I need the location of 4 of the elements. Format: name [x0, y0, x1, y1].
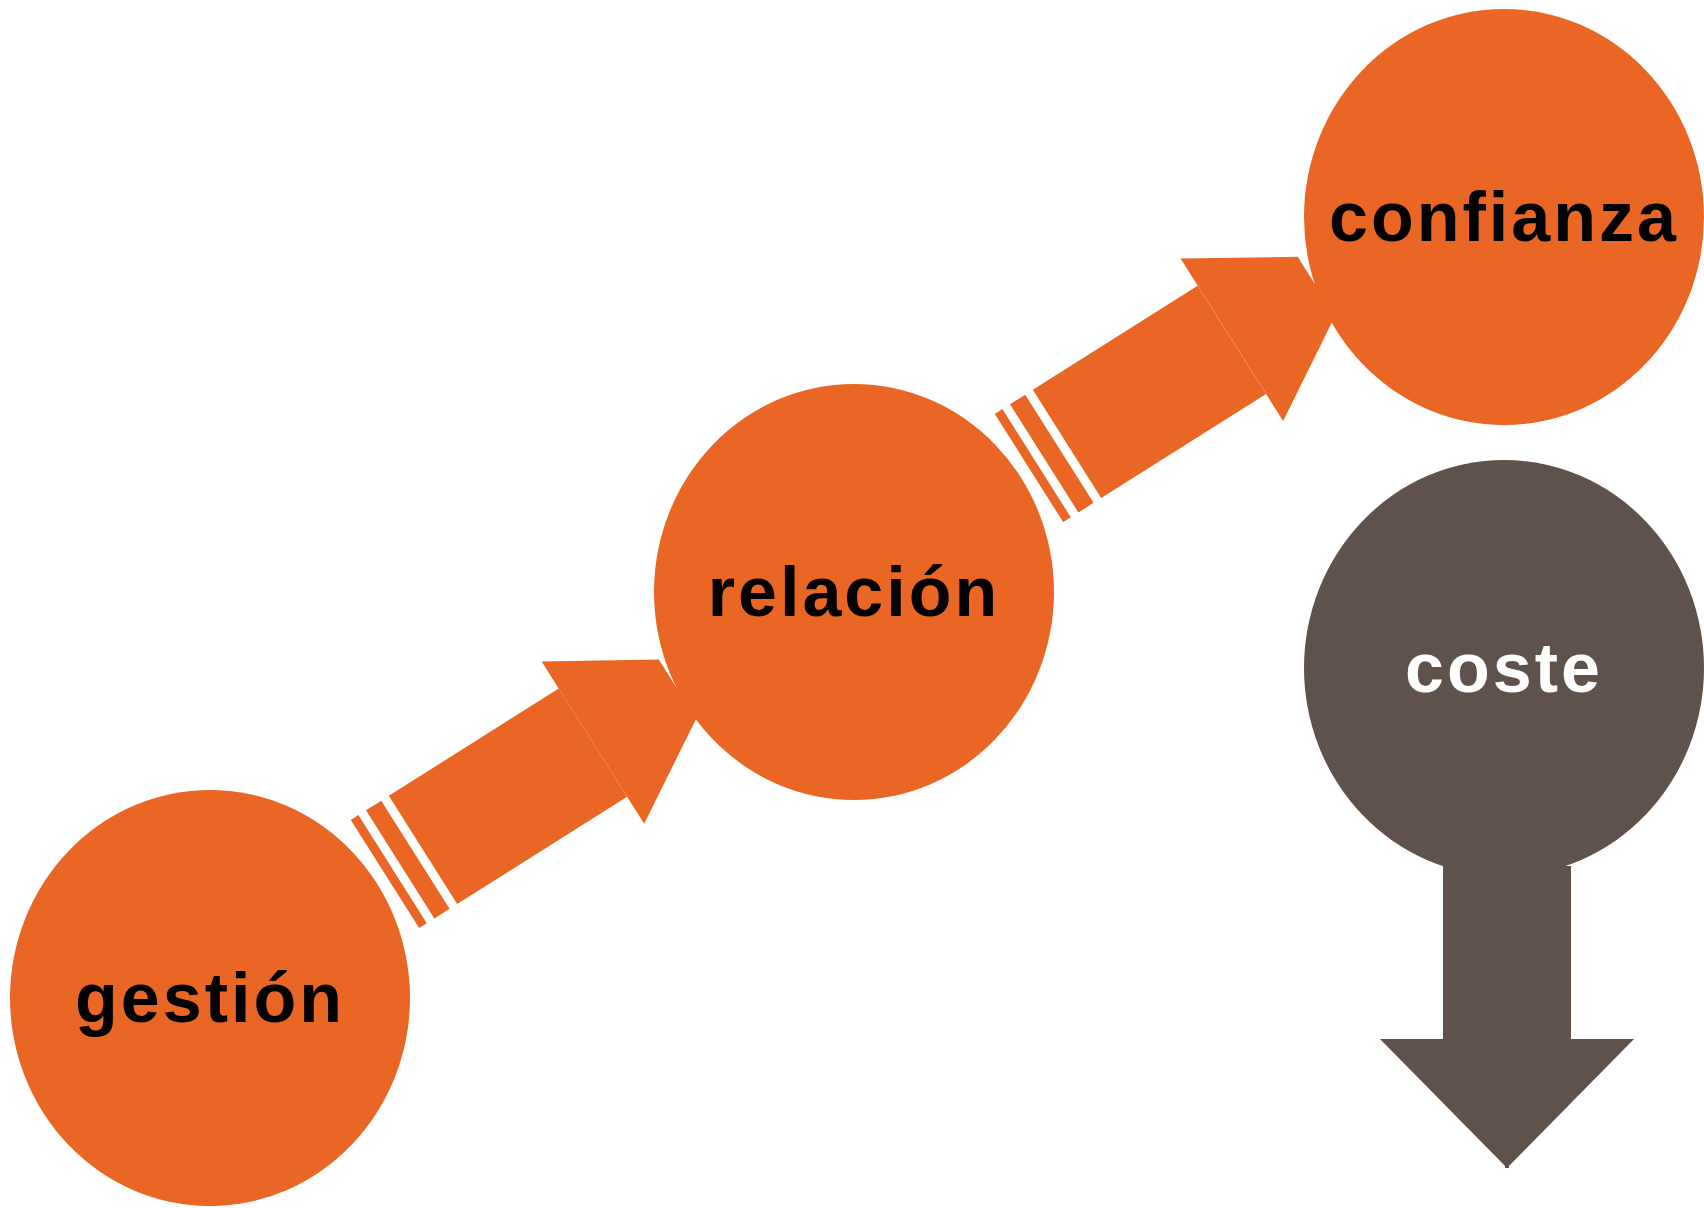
node-label: confianza — [1329, 177, 1679, 257]
node-label: coste — [1405, 628, 1603, 708]
node-label: gestión — [75, 958, 345, 1038]
node-label: relación — [707, 552, 1001, 632]
